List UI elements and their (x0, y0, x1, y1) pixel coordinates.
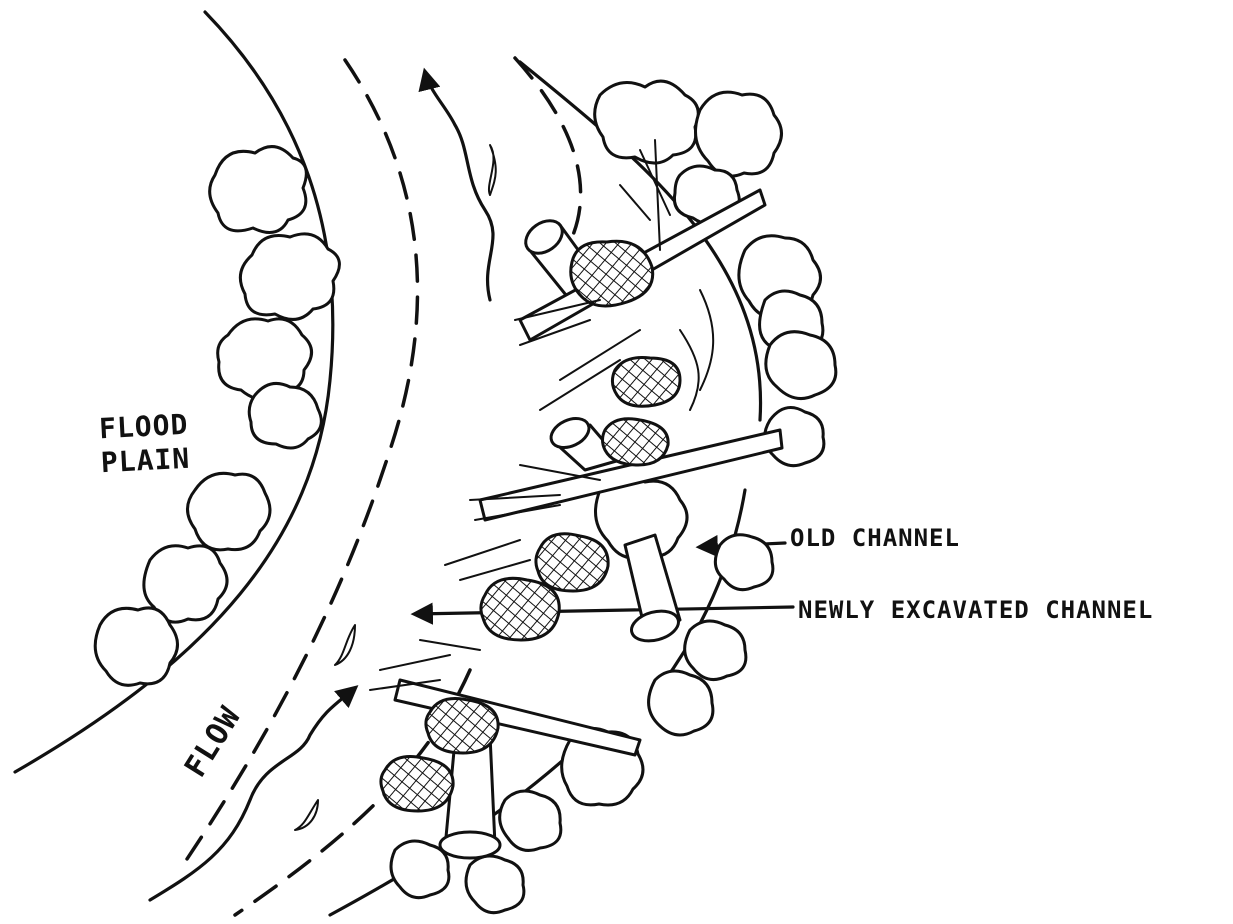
old-channel-label: OLD CHANNEL (790, 524, 960, 552)
flow-wavy-line-lower (150, 688, 355, 900)
flood-plain-label: FLOOD PLAIN (98, 408, 191, 481)
newly-excavated-channel-label: NEWLY EXCAVATED CHANNEL (798, 596, 1153, 624)
fish-mark (335, 625, 355, 665)
new-channel-leader-arrow (415, 607, 793, 614)
flow-wavy-line-upper (425, 72, 493, 300)
fish-mark (489, 145, 496, 195)
fish-mark (295, 800, 318, 830)
